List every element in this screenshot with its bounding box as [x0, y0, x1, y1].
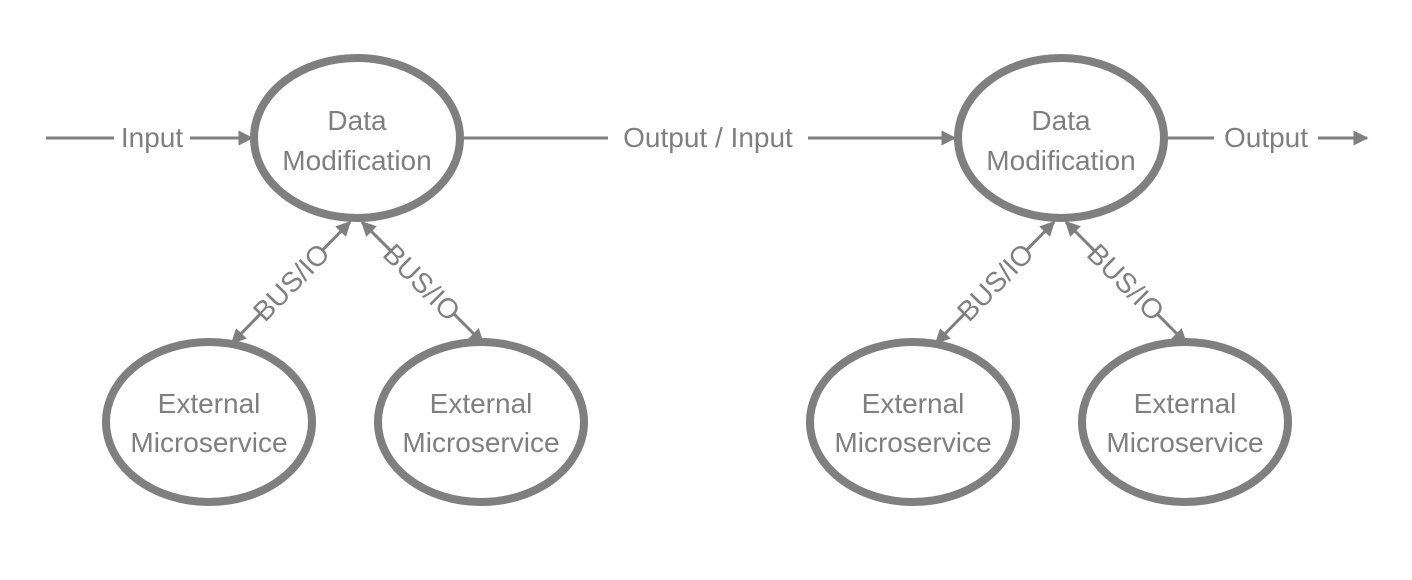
edge-output: Output: [1166, 120, 1369, 156]
node-label-line1: External: [430, 388, 533, 419]
edge-label-bus-1: BUS/IO: [247, 238, 335, 328]
edge-bus-2: BUS/IO: [360, 220, 485, 345]
node-data-modification-1: Data Modification: [250, 54, 464, 222]
node-external-microservice-1: External Microservice: [102, 338, 316, 506]
edge-label-bus-4: BUS/IO: [1081, 238, 1170, 327]
node-external-microservice-4: External Microservice: [1078, 338, 1292, 506]
node-label-line2: Modification: [282, 145, 431, 176]
node-label-line2: Microservice: [1106, 427, 1263, 458]
edge-bus-4: BUS/IO: [1064, 220, 1188, 345]
edge-label-input: Input: [121, 122, 183, 153]
node-label-line2: Microservice: [130, 427, 287, 458]
edge-label-output: Output: [1224, 122, 1308, 153]
edge-label-output-input: Output / Input: [623, 122, 793, 153]
node-external-microservice-3: External Microservice: [806, 338, 1020, 506]
node-label-line1: Data: [1031, 105, 1091, 136]
node-data-modification-2: Data Modification: [954, 54, 1168, 222]
node-label-line2: Microservice: [402, 427, 559, 458]
edge-label-bus-3: BUS/IO: [951, 238, 1039, 328]
node-label-line1: External: [158, 388, 261, 419]
edge-label-bus-2: BUS/IO: [377, 238, 466, 327]
node-label-line2: Modification: [986, 145, 1135, 176]
node-external-microservice-2: External Microservice: [374, 338, 588, 506]
edge-input: Input: [46, 120, 254, 156]
edge-output-input: Output / Input: [462, 120, 957, 156]
edge-bus-1: BUS/IO: [230, 220, 352, 345]
edge-bus-3: BUS/IO: [934, 220, 1056, 345]
node-label-line1: External: [1134, 388, 1237, 419]
node-label-line2: Microservice: [834, 427, 991, 458]
node-label-line1: Data: [327, 105, 387, 136]
node-label-line1: External: [862, 388, 965, 419]
